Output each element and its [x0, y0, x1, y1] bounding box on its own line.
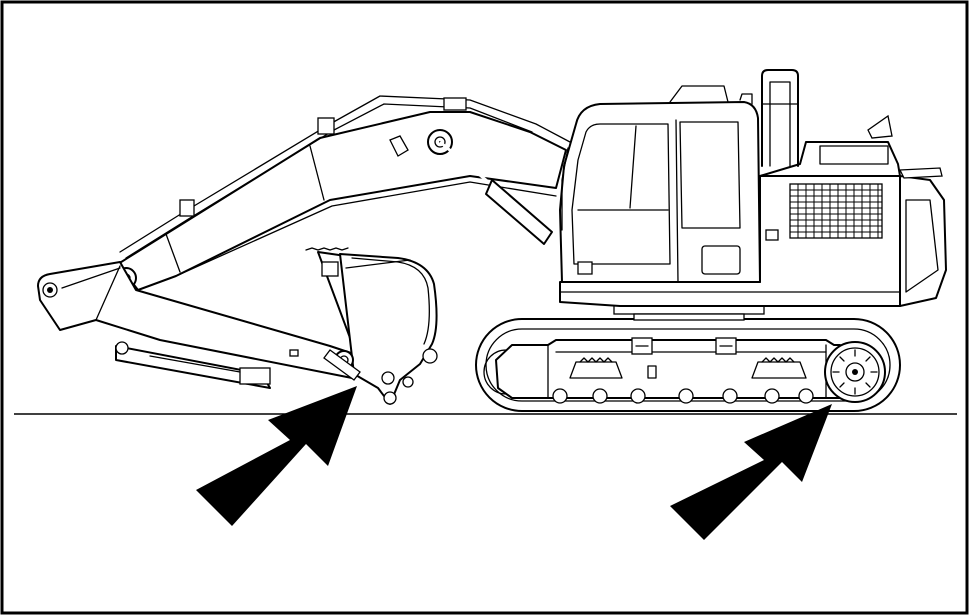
frame-cutout-right: [751, 361, 807, 379]
upper-structure: [559, 69, 947, 321]
carrier-roller-right: [715, 337, 737, 355]
front-idler: [483, 349, 507, 395]
cab-shell: [559, 101, 761, 283]
arm: [37, 261, 361, 389]
cab-door-window: [679, 121, 741, 229]
handrail: [761, 69, 799, 167]
arrow-bucket-contact: [196, 386, 357, 526]
cab-door-handle-panel: [701, 245, 741, 275]
arrow-track-contact: [670, 404, 832, 540]
counterweight: [899, 175, 947, 307]
frame-cutout-left: [569, 361, 623, 379]
track-assembly: [475, 318, 901, 412]
engine-grille: [789, 183, 883, 239]
exhaust-stack: [867, 114, 893, 139]
bucket-assembly: [305, 247, 438, 405]
contact-arrows: [196, 386, 832, 540]
drive-sprocket: [824, 341, 886, 403]
arm-body: [37, 261, 361, 379]
access-latch: [765, 229, 779, 241]
track-rollers: [552, 388, 814, 404]
cab-front-window: [571, 123, 671, 265]
engine-hood: [759, 141, 901, 177]
boom-cylinder: [485, 179, 553, 245]
carrier-roller-left: [631, 337, 653, 355]
operator-cab: [559, 85, 761, 283]
bucket-shell: [339, 253, 438, 405]
